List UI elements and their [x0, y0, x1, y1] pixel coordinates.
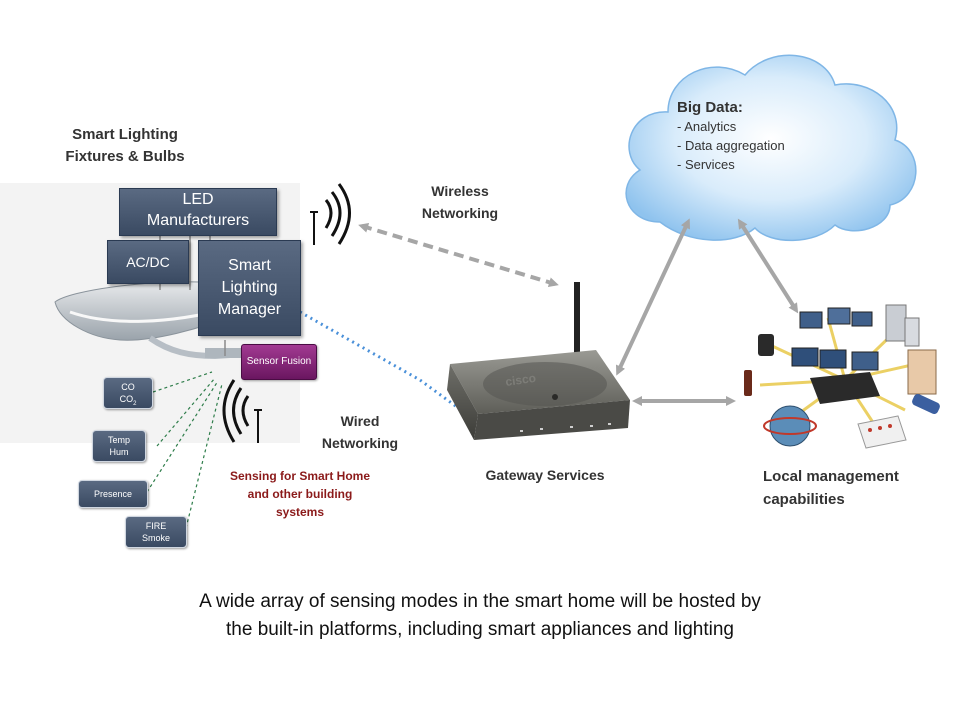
sensing-note-line3: systems — [275, 505, 325, 519]
wired-networking-label: Wired Networking — [300, 410, 420, 454]
cloud-text: Big Data: - Analytics - Data aggregation… — [677, 98, 785, 174]
wireless-line2: Networking — [421, 205, 499, 221]
manager-line3: Manager — [217, 301, 282, 318]
sensing-note-line1: Sensing for Smart Home — [229, 469, 371, 483]
led-box-line1: LED — [182, 191, 214, 208]
sensor-fusion-box: Sensor Fusion — [241, 344, 317, 380]
wireless-antenna-top — [310, 183, 351, 245]
sensor-fusion-label: Sensor Fusion — [246, 356, 312, 367]
fixtures-title: Smart Lighting Fixtures & Bulbs — [40, 124, 210, 168]
wireless-networking-label: Wireless Networking — [400, 180, 520, 224]
sensing-note-line2: and other building — [247, 487, 353, 501]
local-management-label: Local management capabilities — [763, 465, 953, 511]
fixtures-title-line1: Smart Lighting — [72, 126, 178, 143]
gateway-label-text: Gateway Services — [485, 467, 605, 483]
cloud-title: Big Data: — [677, 99, 743, 116]
sensor-co-line2: CO2 — [104, 393, 152, 410]
fixtures-title-line2: Fixtures & Bulbs — [65, 148, 185, 165]
acdc-box: AC/DC — [107, 240, 189, 284]
sensor-fire-line2: Smoke — [141, 533, 170, 543]
cloud-item-analytics: - Analytics — [677, 119, 737, 134]
wired-link-line — [299, 310, 473, 420]
local-line2: capabilities — [763, 491, 845, 508]
sensing-note: Sensing for Smart Home and other buildin… — [200, 467, 400, 521]
sensor-temp-line2: Hum — [109, 447, 129, 457]
wired-line2: Networking — [321, 435, 399, 451]
sensor-co-line1: CO — [121, 382, 135, 392]
cloud-item-aggregation: - Data aggregation — [677, 138, 785, 153]
sensor-temp-line1: Temp — [107, 435, 130, 445]
sensor-temp-hum: Temp Hum — [92, 430, 146, 462]
sensor-presence-label: Presence — [93, 489, 133, 499]
wireless-line1: Wireless — [431, 183, 489, 199]
sensor-fire-smoke: FIRE Smoke — [125, 516, 187, 548]
sensor-fire-line1: FIRE — [145, 521, 167, 531]
sensor-links — [146, 371, 223, 529]
sensing-antenna — [222, 379, 262, 443]
sensor-co: CO CO2 — [103, 377, 153, 409]
wired-line1: Wired — [340, 413, 380, 429]
wireless-link-arrow — [358, 222, 559, 288]
manager-line1: Smart — [228, 257, 271, 274]
cloud-local-arrow — [737, 218, 799, 314]
smart-lighting-manager-box: Smart Lighting Manager — [198, 240, 301, 336]
caption-line1: A wide array of sensing modes in the sma… — [199, 591, 761, 612]
sensor-presence: Presence — [78, 480, 148, 508]
gateway-services-label: Gateway Services — [460, 464, 630, 486]
local-management-devices-image — [744, 304, 940, 449]
gateway-router-image: cisco — [447, 282, 630, 440]
acdc-box-label: AC/DC — [126, 254, 170, 270]
caption: A wide array of sensing modes in the sma… — [100, 588, 860, 644]
sensor-co2-label: CO — [119, 394, 134, 404]
svg-text:cisco: cisco — [504, 371, 536, 389]
router-cloud-arrow — [616, 218, 690, 376]
local-line1: Local management — [763, 468, 899, 485]
led-manufacturers-box: LED Manufacturers — [119, 188, 277, 236]
sensor-co2-sub: 2 — [133, 400, 137, 407]
caption-line2: the built-in platforms, including smart … — [226, 619, 734, 640]
cloud-item-services: - Services — [677, 157, 735, 172]
led-box-line2: Manufacturers — [146, 212, 250, 229]
manager-line2: Lighting — [221, 279, 278, 296]
